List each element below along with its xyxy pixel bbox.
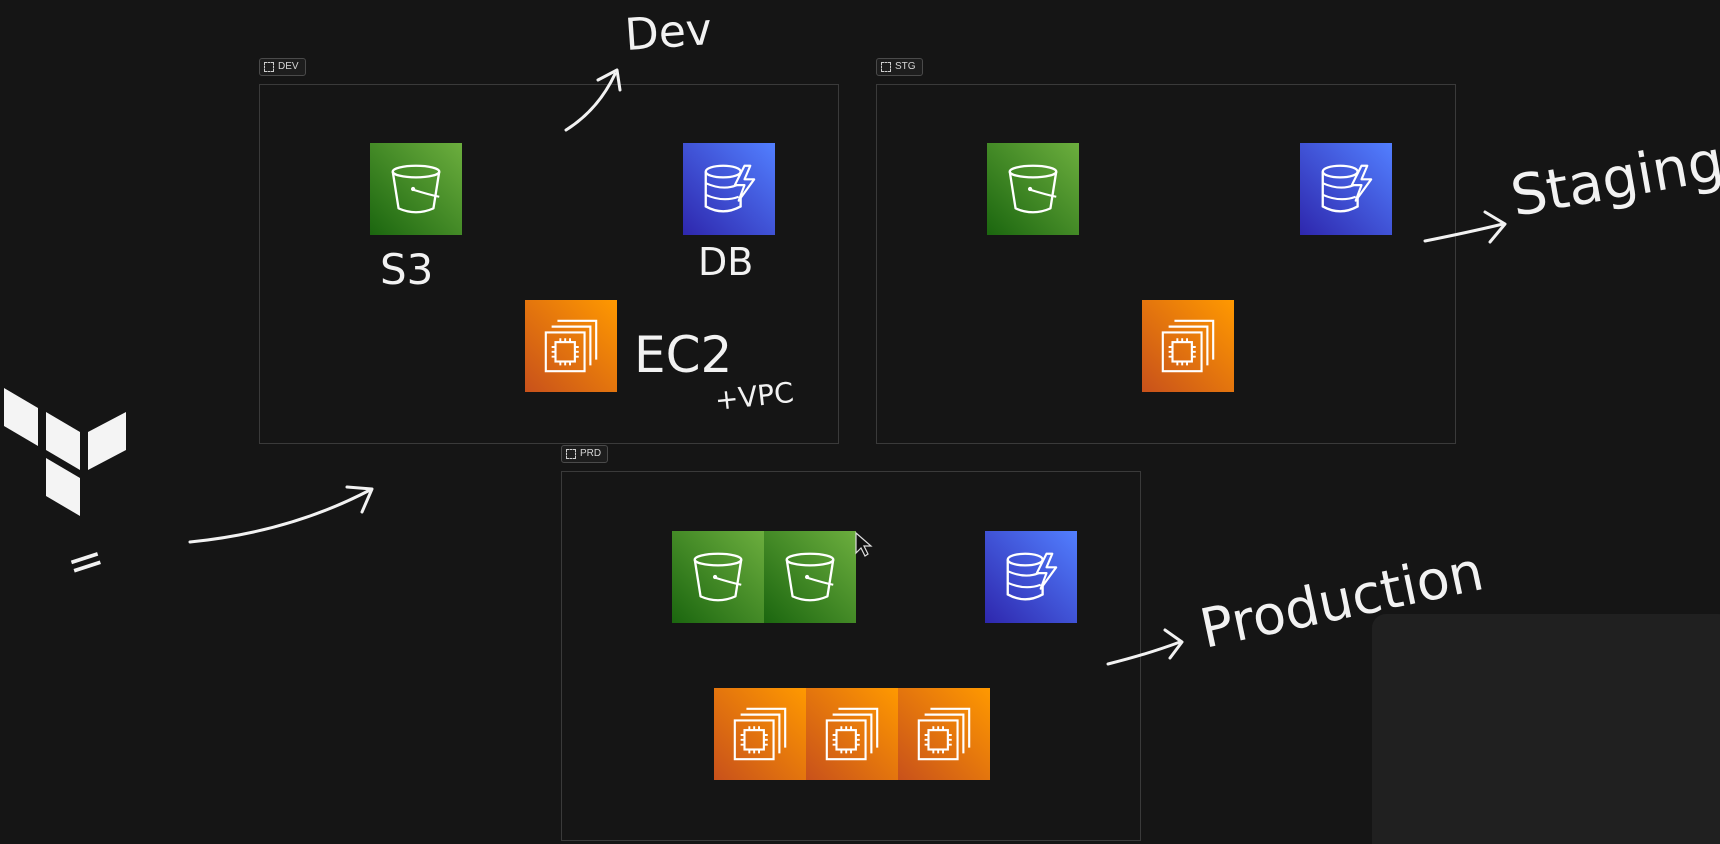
s3-bucket-icon[interactable] [987, 143, 1079, 235]
s3-bucket-icon[interactable] [672, 531, 764, 623]
arrow-to-staging [1423, 222, 1505, 243]
frame-icon [264, 62, 274, 72]
s3-bucket-icon[interactable] [764, 531, 856, 623]
dev-frame-label-text: DEV [278, 61, 299, 72]
arrow-to-dev [564, 72, 617, 132]
ec2-instance-icon[interactable] [525, 300, 617, 392]
vpc-annotation: +VPC [713, 376, 795, 417]
prd-frame-label-text: PRD [580, 448, 602, 459]
arrow-head [1483, 210, 1507, 244]
stg-frame-label-text: STG [895, 61, 916, 72]
corner-panel [1372, 614, 1720, 844]
dev-annotation: Dev [623, 4, 713, 61]
stg-frame-label[interactable]: STG [876, 58, 923, 76]
terraform-logo [4, 388, 126, 516]
production-annotation: Production [1195, 539, 1489, 660]
ec2-annotation: EC2 [634, 326, 732, 384]
frame-icon [881, 62, 891, 72]
arrow-head [596, 68, 622, 92]
stg-frame[interactable] [876, 84, 1456, 444]
dev-frame-label[interactable]: DEV [259, 58, 306, 76]
frame-icon [566, 449, 576, 459]
db-annotation: DB [698, 240, 753, 284]
ec2-instance-icon[interactable] [898, 688, 990, 780]
s3-bucket-icon[interactable] [370, 143, 462, 235]
prd-frame-label[interactable]: PRD [561, 445, 609, 463]
arrow-head [1163, 628, 1184, 660]
dev-frame[interactable] [259, 84, 839, 444]
dynamodb-icon[interactable] [683, 143, 775, 235]
arrow-to-production [1106, 640, 1182, 666]
cursor-icon [855, 531, 873, 557]
arrow-from-terraform [188, 488, 372, 544]
ec2-instance-icon[interactable] [714, 688, 806, 780]
arrow-head [345, 485, 374, 514]
ec2-instance-icon[interactable] [1142, 300, 1234, 392]
equals-annotation: = [60, 532, 111, 592]
s3-annotation: S3 [380, 245, 433, 294]
ec2-instance-icon[interactable] [806, 688, 898, 780]
annotation-layer: = Dev S3 DB EC2 +VPC Staging Production [4, 4, 1720, 666]
dynamodb-icon[interactable] [985, 531, 1077, 623]
dynamodb-icon[interactable] [1300, 143, 1392, 235]
staging-annotation: Staging [1506, 129, 1720, 230]
